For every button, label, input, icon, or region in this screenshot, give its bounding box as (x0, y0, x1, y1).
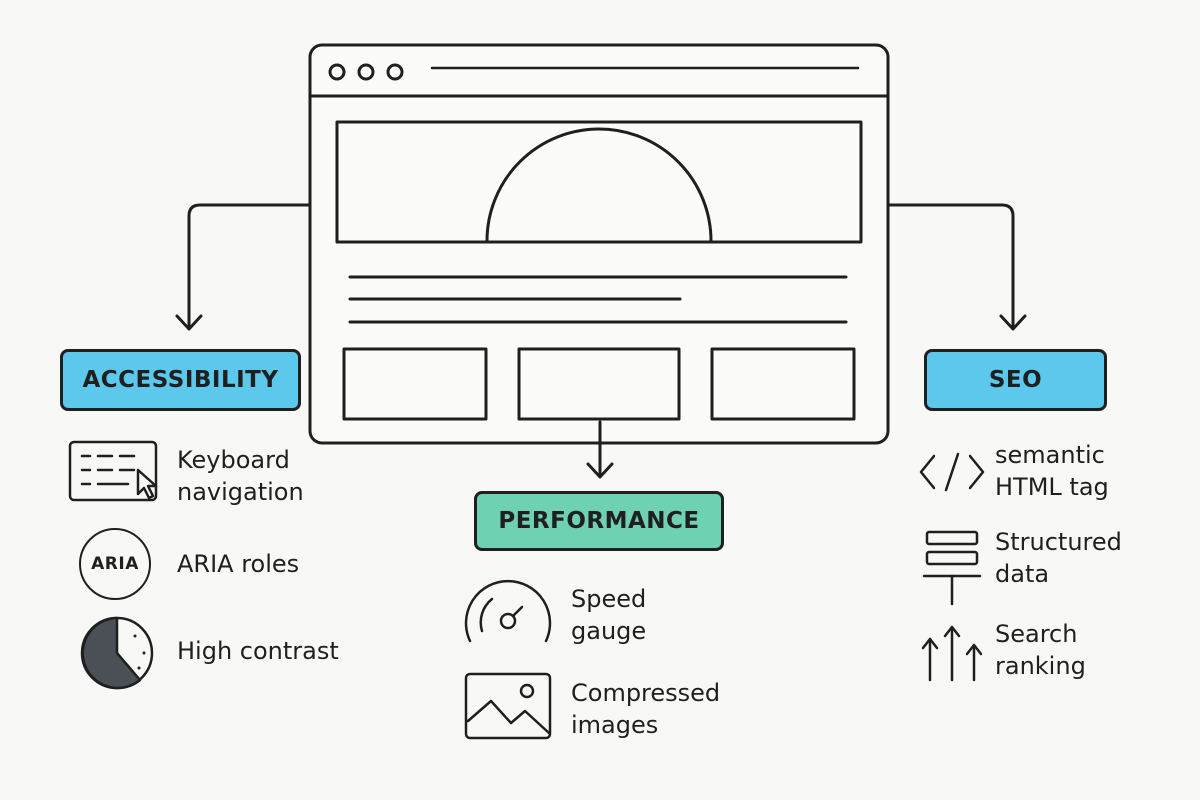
images-line1: Compressed (571, 679, 721, 707)
aria-line1: ARIA roles (177, 550, 300, 578)
ranking-arrows-icon (921, 625, 983, 682)
aria-badge-icon: ARIA (79, 528, 151, 600)
code-tag-icon (919, 452, 985, 492)
accessibility-label: ACCESSIBILITY (60, 349, 301, 411)
arrowhead-accessibility (175, 314, 203, 331)
card-1 (342, 347, 488, 421)
ranking-line1: Search (995, 620, 1078, 648)
aria-roles-text: ARIA roles (177, 548, 299, 580)
connector-seo (886, 203, 1015, 330)
keyboard-icon (68, 440, 158, 502)
semantic-line1: semantic (995, 441, 1105, 469)
compressed-images-text: Compressed images (571, 677, 720, 741)
semantic-html-text: semantic HTML tag (995, 439, 1109, 503)
arrowhead-performance (586, 462, 614, 479)
speed-line1: Speed (571, 585, 647, 613)
image-icon (464, 672, 552, 740)
structured-data-text: Structured data (995, 526, 1122, 590)
structured-line2: data (995, 560, 1050, 588)
performance-label: PERFORMANCE (474, 491, 724, 551)
hero-semicircle (485, 127, 713, 243)
browser-window (308, 43, 890, 445)
connector-accessibility (187, 203, 312, 330)
structured-data-icon (922, 530, 982, 606)
contrast-icon (80, 616, 154, 690)
window-dot-3 (386, 63, 404, 81)
window-dot-1 (328, 63, 346, 81)
card-3 (710, 347, 856, 421)
arrowhead-seo (999, 314, 1027, 331)
structured-line1: Structured (995, 528, 1122, 556)
speed-gauge-icon (464, 579, 552, 643)
ranking-line2: ranking (995, 652, 1086, 680)
images-line2: images (571, 711, 659, 739)
keyboard-line2: navigation (177, 478, 304, 506)
contrast-line1: High contrast (177, 637, 339, 665)
keyboard-navigation-text: Keyboard navigation (177, 444, 304, 508)
semantic-line2: HTML tag (995, 473, 1109, 501)
hero-image (335, 120, 863, 244)
window-dot-2 (357, 63, 375, 81)
speed-gauge-text: Speed gauge (571, 583, 646, 647)
keyboard-line1: Keyboard (177, 446, 290, 474)
aria-badge-text: ARIA (91, 554, 139, 574)
seo-label: SEO (924, 349, 1107, 411)
speed-line2: gauge (571, 617, 647, 645)
search-ranking-text: Search ranking (995, 618, 1086, 682)
card-2 (517, 347, 681, 421)
high-contrast-text: High contrast (177, 635, 339, 667)
